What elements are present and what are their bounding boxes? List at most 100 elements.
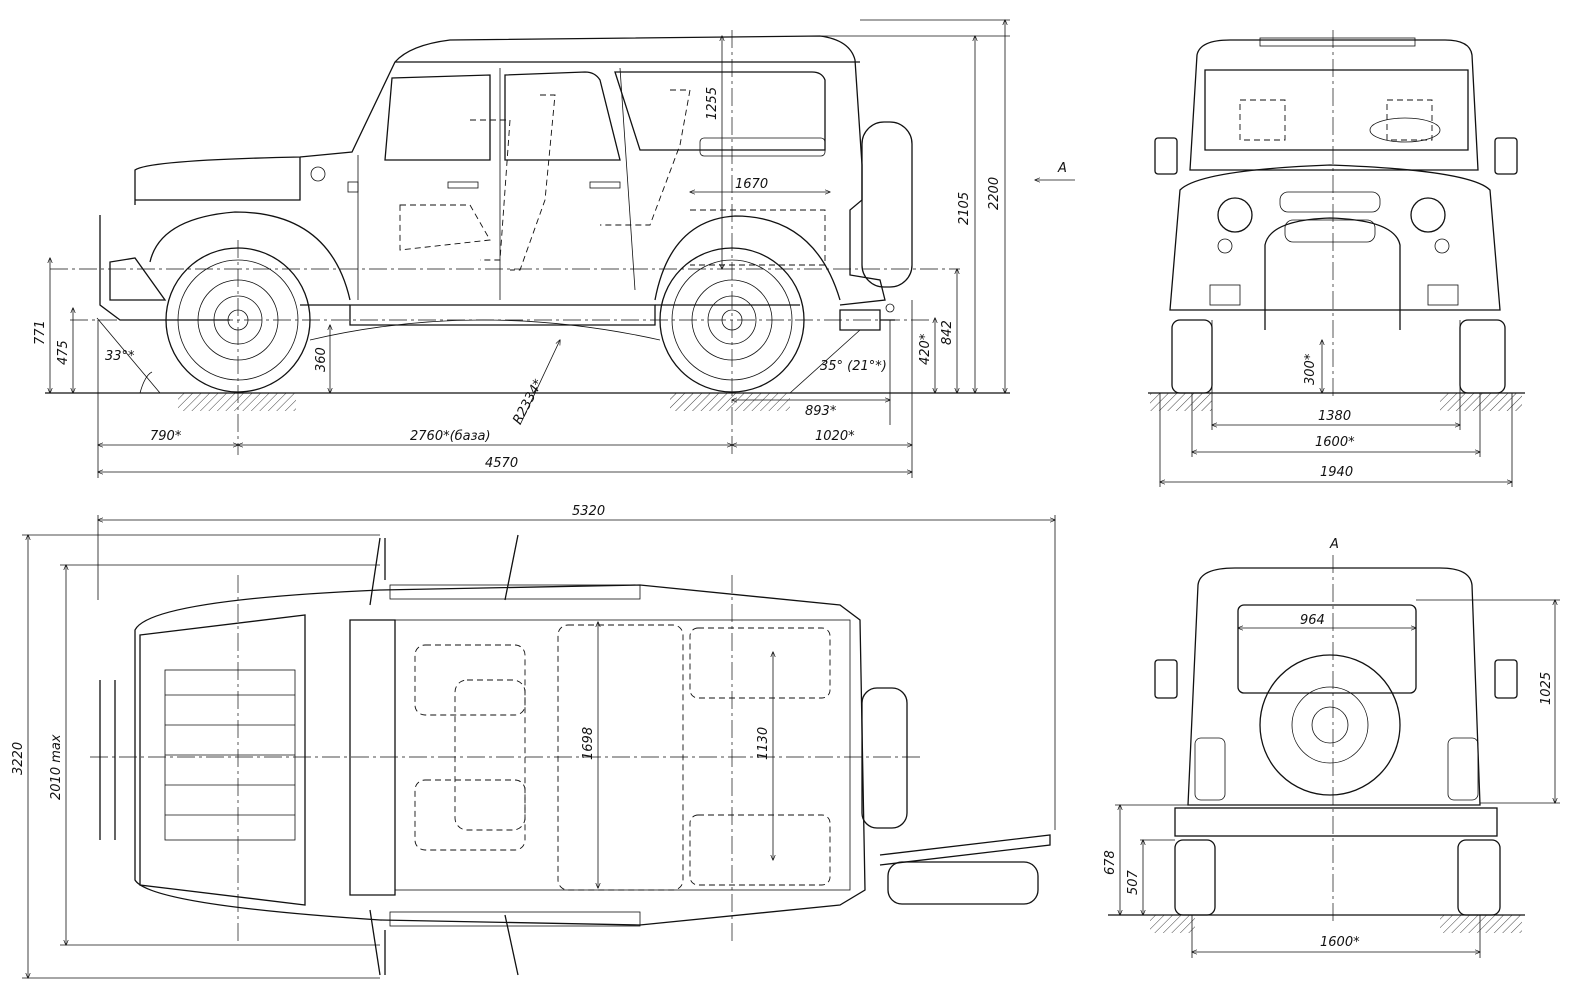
label-ramp-radius: R2334* xyxy=(510,376,546,426)
label-hitch-overhang: 893* xyxy=(805,404,837,419)
ground-hatch-front xyxy=(178,393,296,411)
roof-top xyxy=(394,619,851,891)
spare-wheel-side xyxy=(861,121,913,288)
label-clearance: 360 xyxy=(314,347,329,372)
rear-window xyxy=(614,71,826,151)
label-cargo-length: 1670 xyxy=(735,177,768,192)
ground-hatch-rear-left xyxy=(1150,915,1195,933)
label-cargo-width: 1130 xyxy=(756,727,771,760)
label-top-width-max: 2010 max xyxy=(49,734,64,800)
seat-left-front xyxy=(1239,99,1286,141)
rear-window-glass xyxy=(1237,604,1417,694)
turn-signal-right xyxy=(1434,238,1450,254)
label-front-axle: 475 xyxy=(56,340,71,365)
label-overall-length: 4570 xyxy=(485,456,518,471)
spare-wheel-top xyxy=(861,687,908,829)
label-track-inner: 1380 xyxy=(1318,409,1351,424)
open-door-rear-right xyxy=(504,914,519,976)
label-view-a-top: A xyxy=(1329,537,1339,552)
ramp-arc xyxy=(309,319,661,341)
windshield-top xyxy=(349,619,396,896)
hitch-ball xyxy=(885,303,895,313)
rear-seat xyxy=(600,89,691,226)
departure-line xyxy=(789,329,861,394)
side-sill xyxy=(349,304,656,326)
ground-hatch-rear xyxy=(670,393,790,411)
running-board-top-right xyxy=(389,911,641,927)
label-width: 1940 xyxy=(1320,465,1353,480)
front-body xyxy=(1169,164,1501,311)
windshield xyxy=(1204,69,1469,151)
upper-grille xyxy=(1279,191,1381,213)
mid-window xyxy=(504,71,621,161)
ramp-leader xyxy=(519,340,560,426)
rear-view: A 964 1025 678 507 1600* xyxy=(1103,537,1560,958)
label-front-clearance: 300* xyxy=(1303,353,1318,385)
bull-bar xyxy=(1264,217,1401,330)
front-view: 300* 1380 1600* 1940 xyxy=(1148,30,1525,487)
open-door-front-right xyxy=(369,909,386,976)
front-tire-right xyxy=(1459,319,1506,394)
door-handle-front xyxy=(447,181,479,189)
rear-mirror-left xyxy=(1154,659,1178,699)
front-seat-top-left xyxy=(414,644,526,716)
rear-mirror-right xyxy=(1494,659,1518,699)
rear-spare-tire xyxy=(1259,654,1401,796)
ground-hatch-front-left xyxy=(1150,393,1212,411)
front-cab xyxy=(1189,39,1479,171)
rear-door-spare-top xyxy=(887,861,1039,905)
approach-arc xyxy=(139,371,153,394)
ground-hatch-front-right xyxy=(1440,393,1522,411)
tail-light-left xyxy=(1194,737,1226,801)
rear-body xyxy=(1187,567,1481,806)
label-top-length: 5320 xyxy=(572,504,605,519)
roof-rack-front xyxy=(1259,37,1416,47)
tail-light-right xyxy=(1447,737,1479,801)
mirror-left xyxy=(1154,137,1178,175)
label-departure-angle: 35° (21°*) xyxy=(820,359,887,374)
label-roof-axle: 1255 xyxy=(705,87,720,120)
rear-fender xyxy=(654,215,841,301)
label-top-width-open: 3220 xyxy=(11,742,26,775)
cargo-seat-top-right xyxy=(689,814,831,886)
label-approach-angle: 33°* xyxy=(105,349,135,364)
door-handle-rear xyxy=(589,181,621,189)
cargo-area xyxy=(690,209,826,266)
open-door-rear-left xyxy=(504,534,519,601)
label-bumper-top: 678 xyxy=(1103,850,1118,875)
rear-bumper xyxy=(1174,807,1498,837)
side-view: 2200 2105 1255 1670 771 475 33°* 360 R23… xyxy=(33,20,1075,478)
fog-light-left xyxy=(1209,284,1241,306)
label-rear-track: 1600* xyxy=(1320,935,1360,950)
open-door-front-left xyxy=(369,537,386,606)
rear-window-slider xyxy=(699,137,826,157)
middle-seat xyxy=(510,94,556,271)
front-tire-left xyxy=(1171,319,1213,394)
door-lines xyxy=(357,67,636,300)
label-rear-window-height: 1025 xyxy=(1539,672,1554,705)
hood-line xyxy=(135,157,301,201)
label-front-bumper: 771 xyxy=(33,320,48,345)
headlight-left xyxy=(1217,197,1253,233)
label-rear-height: 842 xyxy=(940,320,955,345)
label-wheelbase: 2760*(база) xyxy=(410,429,491,444)
label-view-a: A xyxy=(1057,161,1067,176)
label-rear-overhang: 1020* xyxy=(815,429,855,444)
label-height-total: 2200 xyxy=(987,177,1002,210)
label-track: 1600* xyxy=(1315,435,1355,450)
label-height-body: 2105 xyxy=(957,192,972,225)
fog-light-right xyxy=(1427,284,1459,306)
mirror-right xyxy=(1494,137,1518,175)
hood-ribs xyxy=(164,669,296,841)
front-seat-top-right xyxy=(414,779,526,851)
lower-grille xyxy=(1284,219,1376,243)
label-rear-window-width: 964 xyxy=(1300,613,1325,628)
body-outline xyxy=(109,35,886,306)
rear-spare-rim xyxy=(1291,686,1369,764)
door-hinge xyxy=(347,181,359,193)
label-front-overhang: 790* xyxy=(150,429,182,444)
front-fender xyxy=(149,211,351,301)
side-mirror-side xyxy=(310,166,326,182)
front-guard xyxy=(99,215,230,321)
front-guard-top xyxy=(99,680,116,840)
